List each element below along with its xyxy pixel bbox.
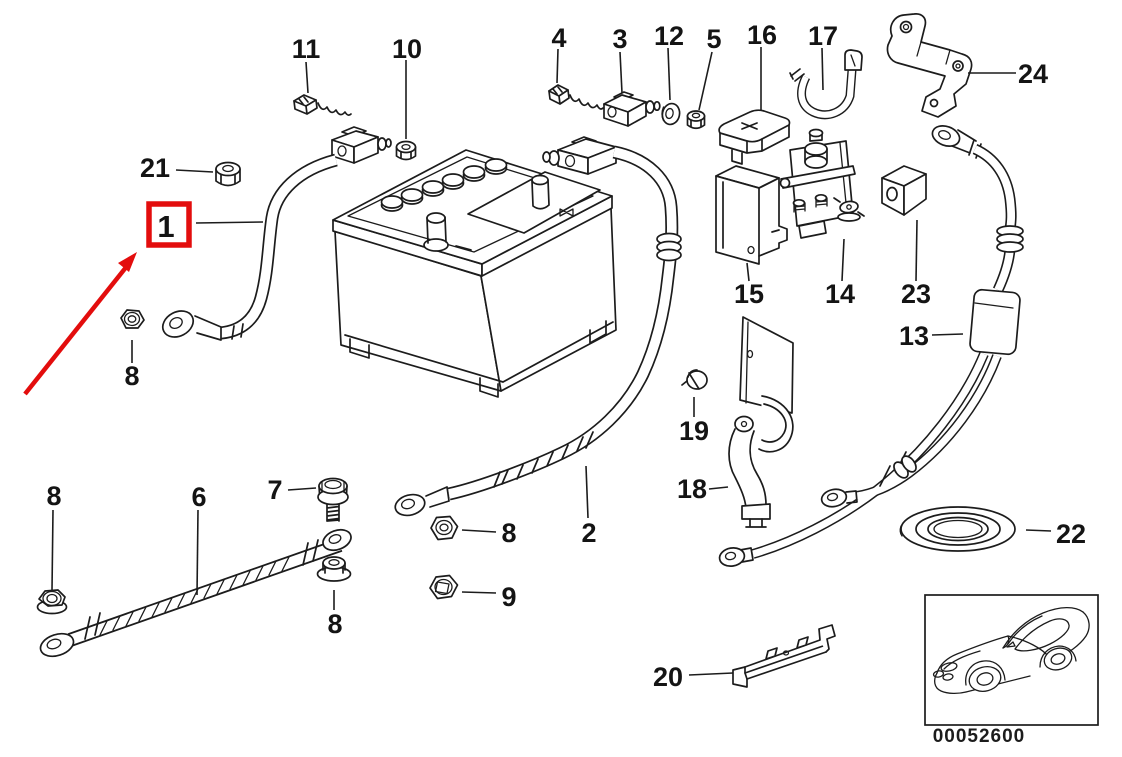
callout-14[interactable]: 14: [825, 279, 855, 309]
highlight-arrow-shaft: [23, 264, 129, 396]
leader-17: [821, 47, 824, 91]
leader-lines: [51, 47, 1052, 676]
callout-4[interactable]: 4: [551, 23, 566, 53]
leader-14: [841, 238, 845, 282]
leader-18: [708, 486, 729, 490]
car-inset-frame: [924, 594, 1099, 726]
callout-6[interactable]: 6: [191, 482, 206, 512]
part-14-terminal-block: [779, 128, 865, 239]
part-8-nut-c: [316, 556, 352, 582]
part-22-grommet: [899, 506, 1016, 552]
callout-2[interactable]: 2: [581, 518, 596, 548]
callout-1-highlighted[interactable]: 1: [157, 209, 174, 244]
callout-21[interactable]: 21: [140, 153, 170, 183]
callout-19[interactable]: 19: [679, 416, 709, 446]
car-sketch: [932, 606, 1090, 695]
part-17-clamp: [789, 49, 863, 120]
part-19-clip: [681, 369, 708, 390]
negative-battery-cable: [161, 153, 338, 341]
leader-2: [585, 465, 589, 519]
callout-12[interactable]: 12: [654, 21, 684, 51]
callout-24[interactable]: 24: [1018, 59, 1048, 89]
leader-9: [461, 591, 497, 594]
part-16-cover: [718, 109, 791, 165]
part-12-washer: [661, 102, 681, 126]
callout-7[interactable]: 7: [267, 475, 282, 505]
battery: [332, 149, 617, 398]
part-4-screw: [548, 84, 604, 110]
part-8-nut-d: [430, 515, 459, 541]
leader-12: [667, 47, 671, 101]
part-5-nut: [686, 110, 706, 130]
callout-8-a[interactable]: 8: [124, 361, 139, 391]
leader-8b: [51, 509, 54, 591]
callout-8-c[interactable]: 8: [327, 609, 342, 639]
callout-labels: 11 10 4 3 12 5 16 17 24 21 1 8 15 14 23 …: [46, 20, 1086, 692]
callout-11[interactable]: 11: [292, 34, 321, 64]
leader-11: [305, 61, 309, 94]
callout-20[interactable]: 20: [653, 662, 683, 692]
part-23-rubber-block: [881, 165, 927, 216]
leader-5: [698, 51, 713, 111]
callout-13[interactable]: 13: [899, 321, 929, 351]
part-21-nut: [215, 161, 241, 187]
callout-5[interactable]: 5: [706, 24, 721, 54]
part-15-cover: [715, 165, 788, 265]
callout-22[interactable]: 22: [1056, 519, 1086, 549]
highlight-box: [146, 201, 192, 248]
part-24-bracket: [886, 13, 973, 118]
highlight-annotation: [23, 201, 192, 396]
callout-9[interactable]: 9: [501, 582, 516, 612]
callout-18[interactable]: 18: [677, 474, 707, 504]
part-8-nut-b: [36, 589, 68, 615]
leader-3: [619, 51, 623, 94]
highlight-arrow-head: [118, 252, 137, 272]
callout-23[interactable]: 23: [901, 279, 931, 309]
leader-20: [688, 672, 734, 676]
callout-8-b[interactable]: 8: [46, 481, 61, 511]
part-13-cable-assembly: [718, 125, 1024, 567]
leader-4: [556, 48, 559, 84]
leader-13: [931, 333, 964, 336]
leader-23: [915, 219, 918, 282]
leader-6: [196, 509, 199, 596]
part-9-nut: [429, 574, 459, 600]
part-10-nut: [395, 140, 417, 161]
positive-terminal-clamp: [542, 136, 617, 175]
leader-1: [195, 221, 264, 224]
leader-21: [175, 169, 214, 173]
leader-8d: [461, 529, 497, 533]
part-8-nut-a: [120, 309, 145, 329]
leader-15: [746, 262, 750, 282]
callout-10[interactable]: 10: [392, 34, 422, 64]
callout-16[interactable]: 16: [747, 20, 777, 50]
leader-7: [287, 487, 317, 491]
positive-battery-cable: [394, 145, 682, 517]
part-11-screw: [293, 94, 352, 116]
part-20-rail: [732, 624, 836, 688]
diagram-code: 00052600: [933, 726, 1026, 747]
negative-terminal-clamp: [331, 126, 392, 164]
part-18-bracket: [728, 316, 794, 528]
leader-22: [1025, 529, 1052, 532]
callout-17[interactable]: 17: [808, 21, 838, 51]
callout-3[interactable]: 3: [612, 24, 627, 54]
callout-8-d[interactable]: 8: [501, 518, 516, 548]
callout-15[interactable]: 15: [734, 279, 764, 309]
car-inset: 00052600: [924, 594, 1099, 747]
part-7-bolt: [317, 477, 349, 522]
part-3-terminal-clamp: [603, 91, 661, 127]
part-6-ground-strap: [39, 528, 352, 658]
